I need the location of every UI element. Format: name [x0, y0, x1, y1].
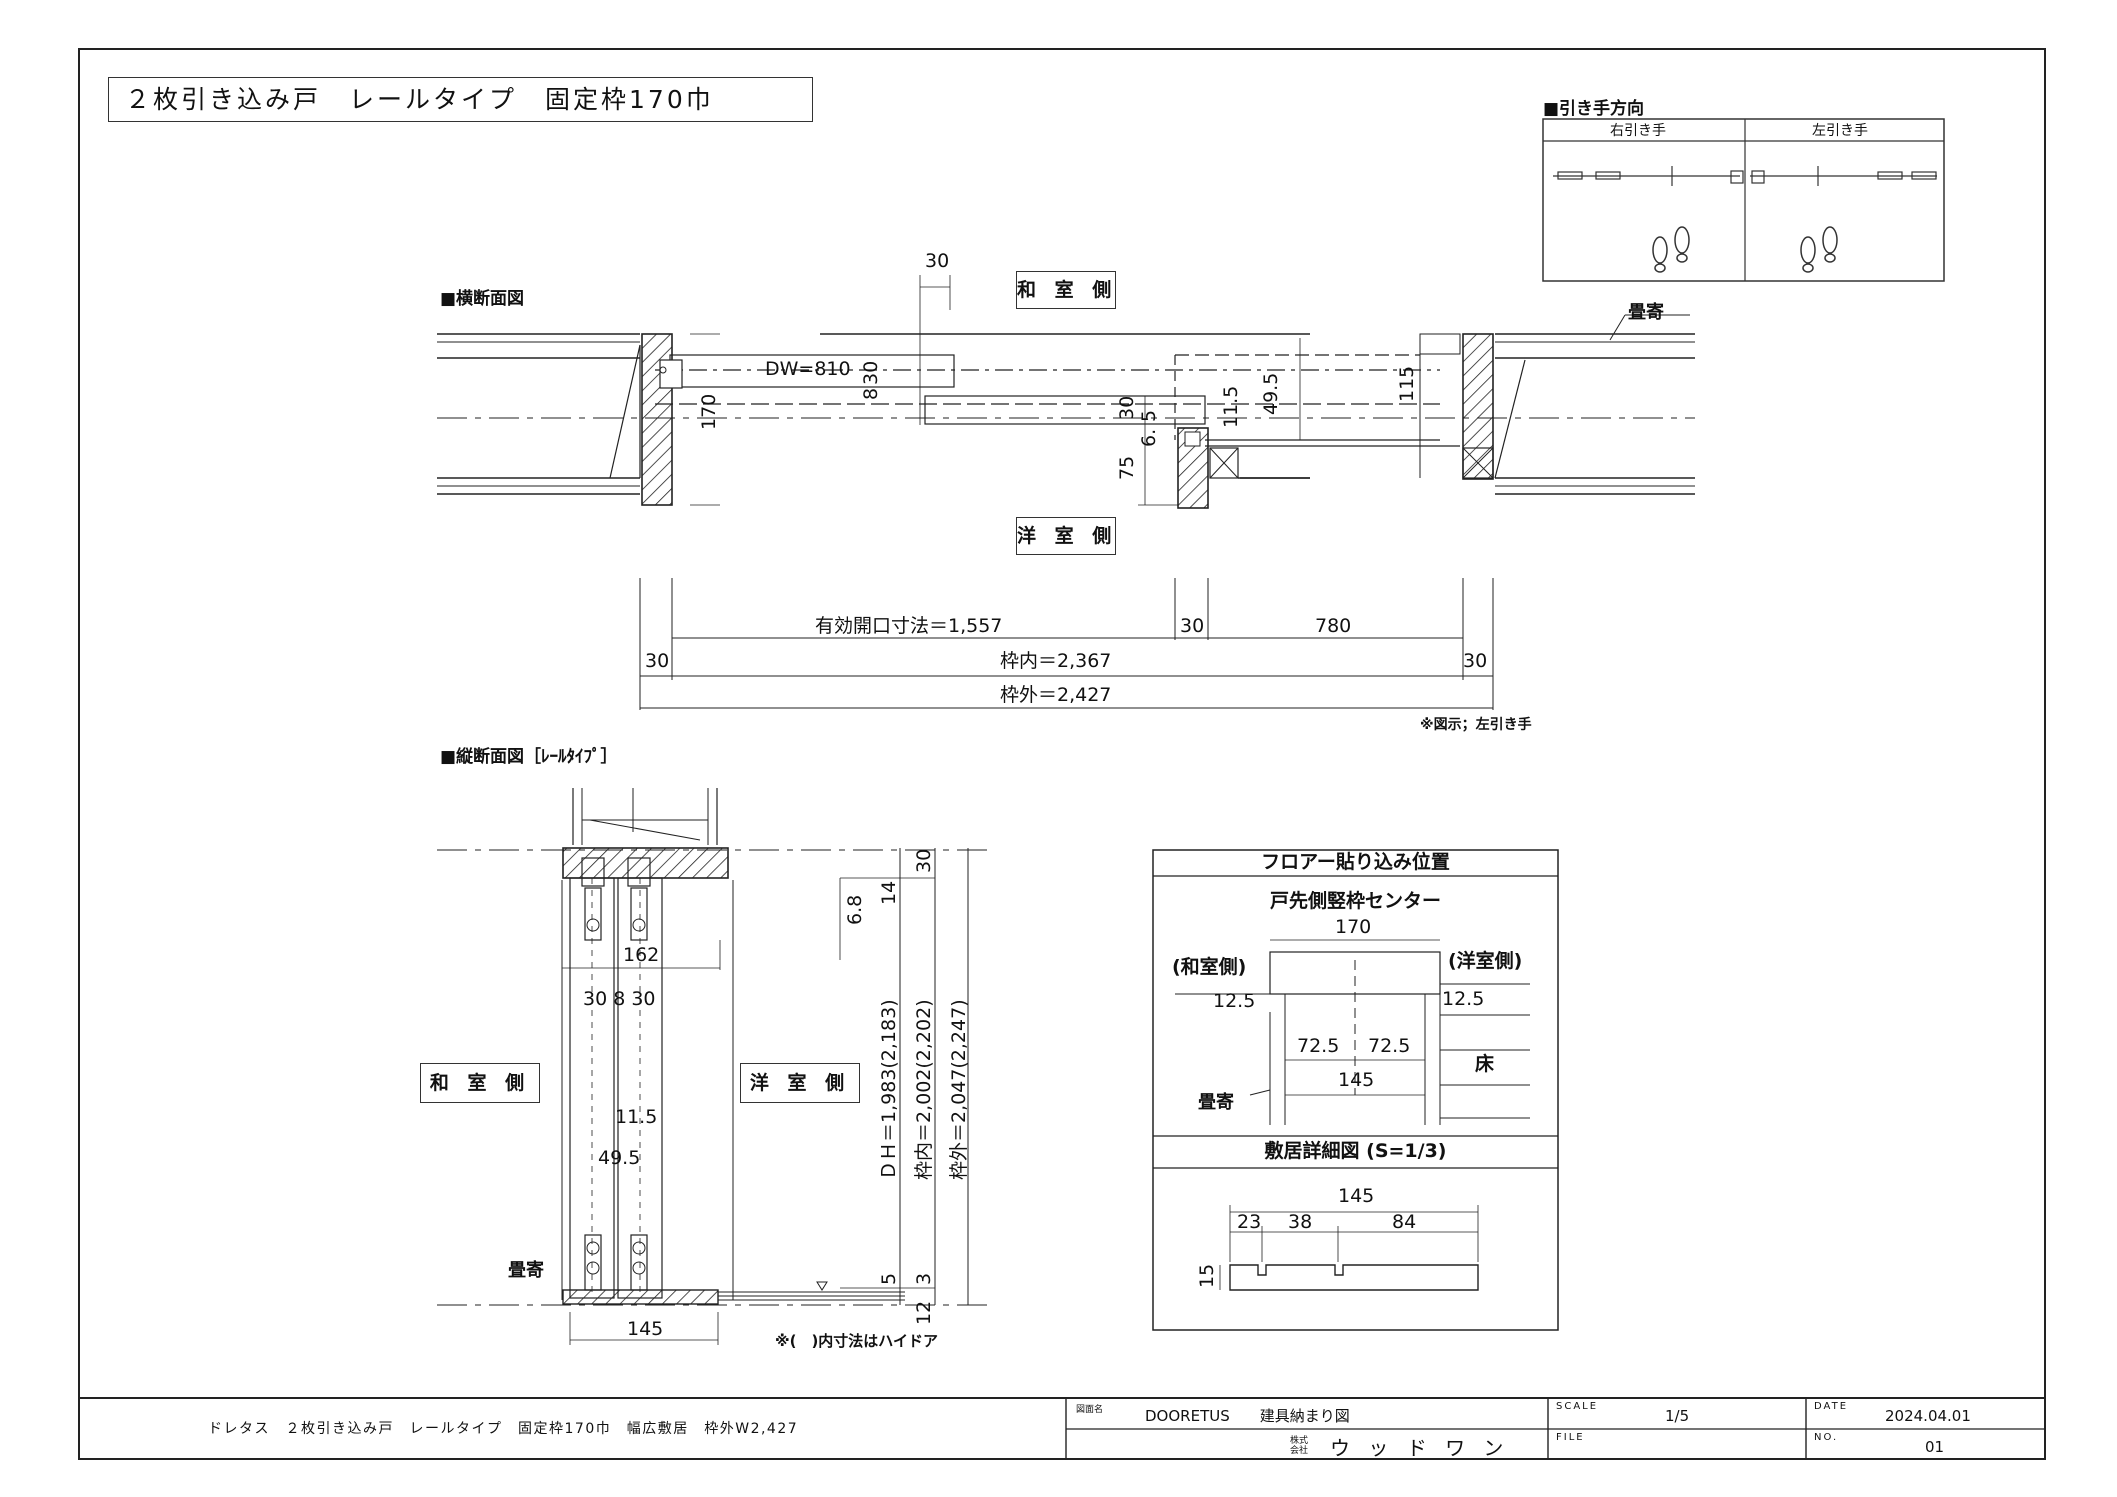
sill-dim-145: 145 [1338, 1185, 1375, 1207]
dim-30-b: 30 [1116, 395, 1138, 420]
company-name: ウ ッ ド ワ ン [1330, 1436, 1510, 1460]
vertical-section-lines [437, 788, 995, 1345]
dim-30-8-30: 30 8 30 [583, 988, 656, 1010]
floor-yo-side-label: (洋室側) [1448, 950, 1523, 972]
dim-11-5-plan: 11.5 [1220, 385, 1242, 428]
floor-detail-heading: フロアー貼り込み位置 [1261, 851, 1450, 873]
drawing-name: DOORETUS 建具納まり図 [1145, 1407, 1350, 1425]
dim-12-vertical: 12 [913, 1300, 935, 1325]
floor-tatamiyose-label: 畳寄 [1198, 1092, 1234, 1113]
sill-dim-38: 38 [1288, 1211, 1313, 1233]
scale-value: 1/5 [1665, 1407, 1690, 1425]
drawing-frame [78, 48, 2046, 1460]
yo-room-side-label-vertical: 洋 室 側 [740, 1063, 860, 1103]
left-handle-label: 左引き手 [1812, 123, 1868, 139]
dim-5-plan: 5 [1138, 409, 1160, 422]
dim-30-left: 30 [645, 650, 670, 672]
high-door-note: ※( )内寸法はハイドア [775, 1332, 938, 1350]
file-label: FILE [1556, 1432, 1585, 1443]
floor-dim-72-5-b: 72.5 [1368, 1035, 1411, 1057]
inner-frame-height-dim: 枠内＝2,002(2,202) [913, 999, 935, 1180]
dim-115: 115 [1396, 365, 1418, 402]
scale-label: SCALE [1556, 1401, 1599, 1412]
floor-dim-145: 145 [1338, 1069, 1375, 1091]
outer-frame-width-dim: 枠外＝2,427 [1000, 684, 1112, 706]
wa-room-side-label-vertical: 和 室 側 [420, 1063, 540, 1103]
dim-780: 780 [1315, 615, 1352, 637]
handle-direction-table [1542, 118, 1945, 282]
dim-6-plan: 6. [1138, 428, 1160, 447]
dim-49-5-vertical: 49.5 [598, 1147, 641, 1169]
effective-opening-dim: 有効開口寸法＝1,557 [815, 615, 1003, 637]
dim-3-vertical: 3 [913, 1272, 935, 1285]
drawing-title: ２枚引き込み戸 レールタイプ 固定枠170巾 [108, 77, 813, 122]
door-height-dim: ＤＨ＝1,983(2,183) [878, 999, 900, 1180]
company-type-label: 株式会社 [1290, 1436, 1309, 1456]
dim-8: 8 [860, 387, 882, 400]
sill-dim-84: 84 [1392, 1211, 1417, 1233]
dim-30-top: 30 [925, 250, 950, 272]
floor-dim-12-5-left: 12.5 [1213, 990, 1256, 1012]
dim-170-plan: 170 [698, 393, 720, 430]
dim-6-8: 6.8 [844, 894, 866, 925]
inner-frame-width-dim: 枠内＝2,367 [1000, 650, 1112, 672]
right-handle-label: 右引き手 [1610, 123, 1666, 139]
title-block-description: ドレタス ２枚引き込み戸 レールタイプ 固定枠170巾 幅広敷居 枠外W2,42… [208, 1421, 799, 1437]
dim-5-vertical: 5 [878, 1272, 900, 1285]
floor-detail-subheading: 戸先側竪枠センター [1269, 890, 1441, 912]
dim-162: 162 [623, 944, 660, 966]
dim-dw: DW=810 [765, 358, 851, 380]
yo-room-side-label-top: 洋 室 側 [1016, 517, 1116, 555]
outer-frame-height-dim: 枠外＝2,047(2,247) [948, 999, 970, 1180]
horizontal-section-lines [437, 275, 1695, 710]
horizontal-section-heading: ■横断面図 [440, 289, 525, 309]
dim-11-5-vertical: 11.5 [615, 1106, 658, 1128]
dim-30-head: 30 [913, 848, 935, 873]
dim-145-vertical: 145 [627, 1318, 664, 1340]
sill-dim-15: 15 [1196, 1263, 1218, 1288]
wa-room-side-label-top: 和 室 側 [1016, 271, 1116, 309]
floor-dim-170: 170 [1335, 916, 1372, 938]
number-label: NO. [1814, 1432, 1839, 1443]
floor-dim-12-5-right: 12.5 [1442, 988, 1485, 1010]
dim-75: 75 [1116, 455, 1138, 480]
drawing-name-label: 図面名 [1076, 1405, 1104, 1415]
dim-30-a: 30 [860, 360, 882, 385]
dim-14: 14 [878, 880, 900, 905]
handle-direction-heading: ■引き手方向 [1543, 99, 1645, 119]
floor-label: 床 [1475, 1053, 1495, 1075]
floor-wa-side-label: (和室側) [1172, 956, 1247, 978]
tatamiyose-label-plan: 畳寄 [1628, 302, 1664, 323]
illustration-note: ※図示；左引き手 [1420, 717, 1532, 733]
sill-dim-23: 23 [1237, 1211, 1262, 1233]
number-value: 01 [1925, 1438, 1945, 1456]
floor-detail-box [1152, 849, 1559, 1331]
title-block-lines [78, 1397, 2046, 1460]
dim-49-5-plan: 49.5 [1260, 372, 1282, 415]
floor-dim-72-5-a: 72.5 [1297, 1035, 1340, 1057]
dim-30-right: 30 [1463, 650, 1488, 672]
tatamiyose-label-vertical: 畳寄 [508, 1260, 544, 1281]
vertical-section-heading: ■縦断面図［ﾚｰﾙﾀｲﾌﾟ］ [440, 747, 618, 767]
date-value: 2024.04.01 [1885, 1407, 1971, 1425]
dim-30-mid: 30 [1180, 615, 1205, 637]
footprints-icon [1652, 226, 1838, 273]
date-label: DATE [1814, 1401, 1849, 1412]
sill-detail-heading: 敷居詳細図 (S=1/3) [1264, 1140, 1447, 1162]
